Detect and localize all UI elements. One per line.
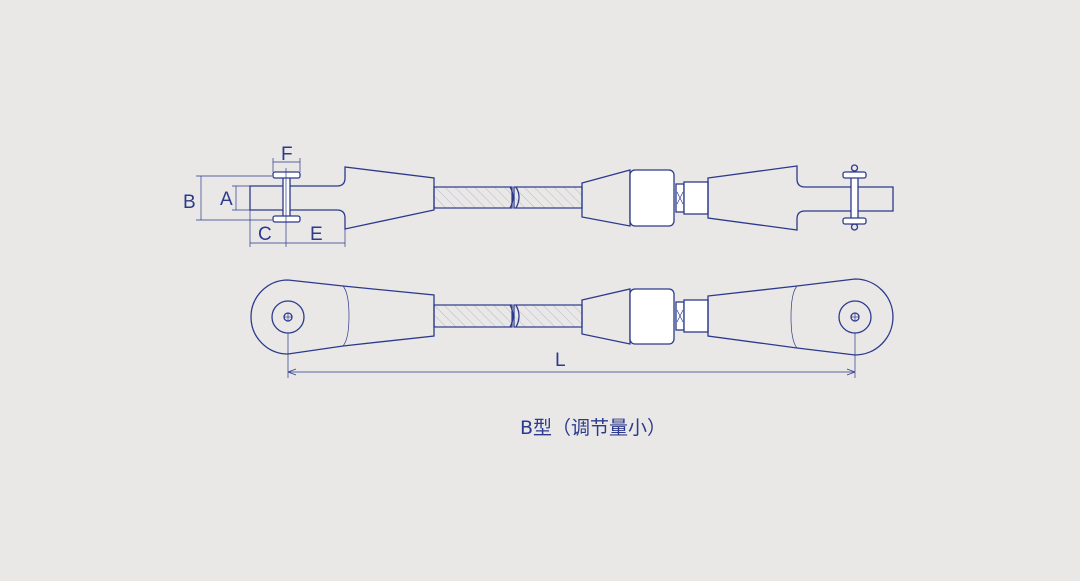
label-C: C xyxy=(258,224,272,245)
label-B: B xyxy=(183,192,196,213)
right-pin-shaft xyxy=(850,171,859,225)
adjust-nut-2 xyxy=(683,181,709,215)
label-A: A xyxy=(220,189,233,210)
label-L: L xyxy=(555,350,566,371)
right-pin-head-top xyxy=(842,171,867,179)
dimensions-side xyxy=(196,158,346,247)
plan-rod-left xyxy=(433,304,513,328)
right-eye-end xyxy=(707,278,894,356)
diagram-caption: B型（调节量小） xyxy=(520,417,666,439)
right-fork-body xyxy=(707,165,894,231)
sleeve-taper xyxy=(581,169,631,227)
sleeve-body xyxy=(629,169,675,227)
label-F: F xyxy=(281,144,293,165)
right-pin-head-bottom xyxy=(842,217,867,225)
plan-rod-right xyxy=(513,304,583,328)
rod-left-segment xyxy=(433,186,513,209)
label-E: E xyxy=(310,224,323,245)
side-view xyxy=(249,164,894,231)
left-fork-body xyxy=(249,166,435,230)
rod-right-segment xyxy=(513,186,583,209)
left-pin-head-top xyxy=(272,171,301,179)
left-pin-shaft xyxy=(282,174,291,222)
left-pin-head-bottom xyxy=(272,215,301,223)
left-eye-end xyxy=(250,279,435,355)
plan-view xyxy=(250,278,894,356)
dimension-L xyxy=(287,333,856,378)
